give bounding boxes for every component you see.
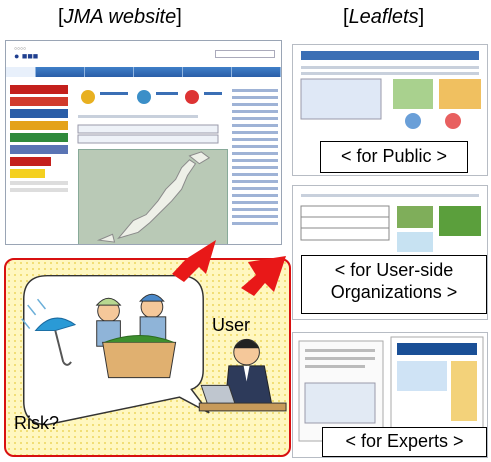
user-at-laptop-illustration <box>198 338 287 412</box>
bracket-close: ] <box>176 6 182 28</box>
risk-question-label: Risk? <box>14 413 60 433</box>
jma-left-menu <box>10 85 68 195</box>
jma-logo: ○○○○● ■■■ <box>14 46 39 61</box>
user-label: User <box>212 315 251 335</box>
label-for-user-side-organizations: < for User-side Organizations > <box>301 255 487 314</box>
jma-website-title: JMA website <box>63 6 177 28</box>
leaflets-title: Leaflets <box>348 6 419 28</box>
label-line-1: < for User-side <box>334 260 454 280</box>
jma-right-menu <box>232 85 278 229</box>
jma-website-heading: [JMA website] <box>58 6 182 29</box>
umbrella-icon <box>21 298 77 366</box>
jma-header: ○○○○● ■■■ <box>6 41 281 67</box>
jma-website-screenshot: ○○○○● ■■■ <box>5 40 282 245</box>
jma-nav-bar <box>6 67 281 77</box>
label-for-experts: < for Experts > <box>322 427 487 457</box>
bracket-open: [ <box>343 6 349 28</box>
jma-weather-map <box>78 149 228 244</box>
jma-main-content <box>74 85 224 150</box>
jma-page-body <box>6 77 281 244</box>
leaflets-heading: [Leaflets] <box>343 6 424 29</box>
bracket-close: ] <box>418 6 425 28</box>
label-for-public: < for Public > <box>320 141 468 173</box>
jma-search-box <box>215 50 275 58</box>
bracket-open: [ <box>58 6 64 28</box>
label-line-2: Organizations > <box>330 281 458 302</box>
farmers-illustration <box>95 293 177 379</box>
